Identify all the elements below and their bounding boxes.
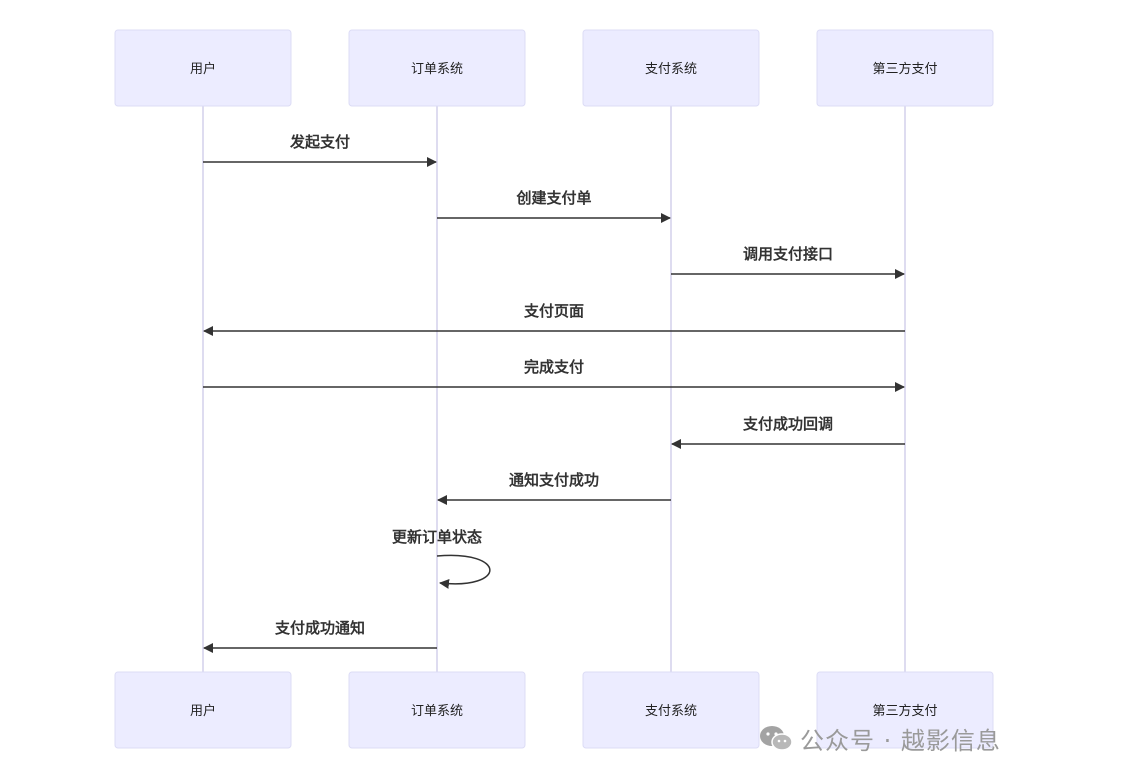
actor-pay-top: 支付系统 [582, 29, 760, 107]
message-label: 支付页面 [523, 302, 584, 320]
message-label: 完成支付 [524, 358, 584, 376]
actor-third-top: 第三方支付 [816, 29, 994, 107]
message-label: 通知支付成功 [509, 471, 599, 489]
message-label: 更新订单状态 [392, 528, 482, 546]
message-8: 更新订单状态 [392, 528, 491, 589]
watermark-text: 公众号 · 越影信息 [800, 726, 1001, 755]
actor-label: 支付系统 [645, 704, 697, 719]
message-label: 创建支付单 [515, 189, 591, 207]
actor-order-top: 订单系统 [348, 29, 526, 107]
actor-label: 第三方支付 [872, 61, 937, 77]
actor-label: 第三方支付 [872, 703, 937, 719]
actor-box [114, 29, 292, 107]
watermark: 公众号 · 越影信息 [758, 720, 1001, 756]
actor-user-top: 用户 [114, 29, 292, 107]
actor-order-bottom: 订单系统 [348, 671, 526, 749]
actor-box [348, 29, 526, 107]
message-2: 创建支付单 [437, 189, 671, 223]
actor-box [816, 671, 994, 749]
message-6: 支付成功回调 [671, 415, 905, 449]
message-label: 调用支付接口 [743, 245, 833, 263]
message-4: 支付页面 [203, 302, 905, 336]
actor-label: 用户 [190, 61, 216, 77]
message-label: 支付成功通知 [274, 619, 365, 637]
actor-label: 订单系统 [411, 704, 463, 719]
actor-label: 用户 [190, 703, 216, 719]
message-5: 完成支付 [203, 358, 905, 392]
actor-box [114, 671, 292, 749]
wechat-icon [760, 726, 793, 751]
actor-box [348, 671, 526, 749]
self-loop-arrow [436, 554, 491, 589]
actor-box [816, 29, 994, 107]
actor-box [582, 671, 760, 749]
message-9: 支付成功通知 [203, 619, 437, 653]
message-1: 发起支付 [203, 133, 437, 167]
actor-user-bottom: 用户 [114, 671, 292, 749]
message-label: 发起支付 [289, 133, 350, 151]
actor-label: 订单系统 [411, 62, 463, 77]
message-label: 支付成功回调 [742, 415, 833, 433]
actor-pay-bottom: 支付系统 [582, 671, 760, 749]
message-7: 通知支付成功 [437, 471, 671, 505]
message-3: 调用支付接口 [671, 245, 905, 279]
actor-third-bottom: 第三方支付 [816, 671, 994, 749]
actor-box [582, 29, 760, 107]
actor-label: 支付系统 [645, 62, 697, 77]
